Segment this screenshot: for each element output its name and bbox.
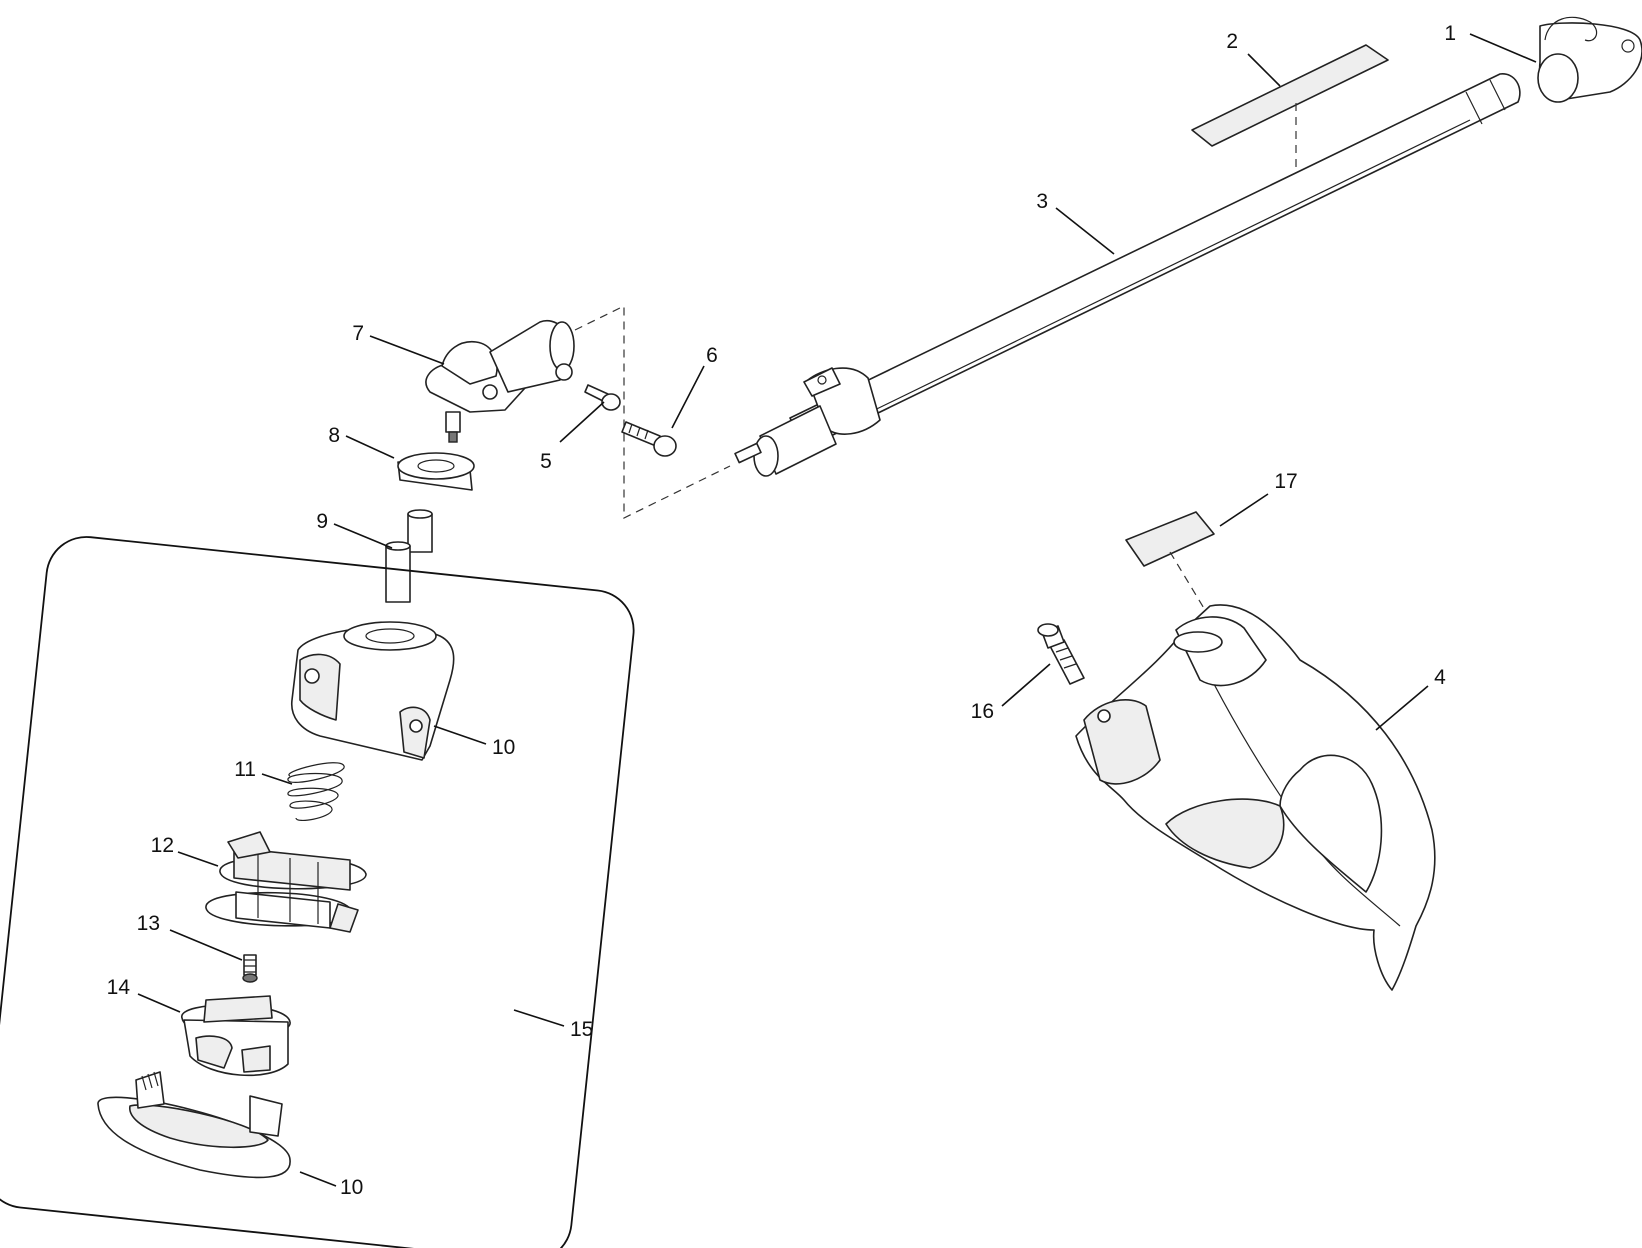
callout-1: 1 [1444, 22, 1456, 45]
callout-12: 12 [151, 834, 174, 857]
leader-lines [137, 33, 1537, 1187]
callout-4: 4 [1434, 666, 1446, 689]
part-spool-housing [291, 621, 455, 761]
part-spool-screw [242, 954, 258, 983]
callout-15: 15 [570, 1018, 593, 1041]
part-guard-bolt [1037, 623, 1085, 685]
part-bearing-collar [397, 452, 475, 491]
callout-9: 9 [316, 510, 328, 533]
callout-14: 14 [107, 976, 131, 999]
part-screw-long [621, 421, 677, 457]
callout-17: 17 [1274, 470, 1297, 493]
part-spacer-tube [385, 509, 433, 603]
part-bump-hub [181, 995, 291, 1077]
part-cutting-guard [1075, 604, 1436, 991]
callout-10-lower: 10 [340, 1176, 363, 1199]
callout-5: 5 [540, 450, 552, 473]
part-spool [205, 831, 367, 933]
part-screw-small [584, 384, 621, 411]
callout-10-upper: 10 [492, 736, 515, 759]
part-bump-cover [97, 1071, 291, 1179]
part-drive-shaft [734, 73, 1521, 477]
callout-13: 13 [137, 912, 160, 935]
part-end-cap [1537, 16, 1642, 103]
callout-6: 6 [706, 344, 718, 367]
callout-11: 11 [234, 758, 256, 781]
callout-7: 7 [352, 322, 364, 345]
callout-3: 3 [1036, 190, 1048, 213]
callout-2: 2 [1226, 30, 1238, 53]
kit-frame-outline [0, 536, 635, 1248]
part-spring [287, 762, 345, 822]
callout-8: 8 [328, 424, 340, 447]
part-gear-head [425, 305, 731, 519]
callout-16: 16 [971, 700, 994, 723]
